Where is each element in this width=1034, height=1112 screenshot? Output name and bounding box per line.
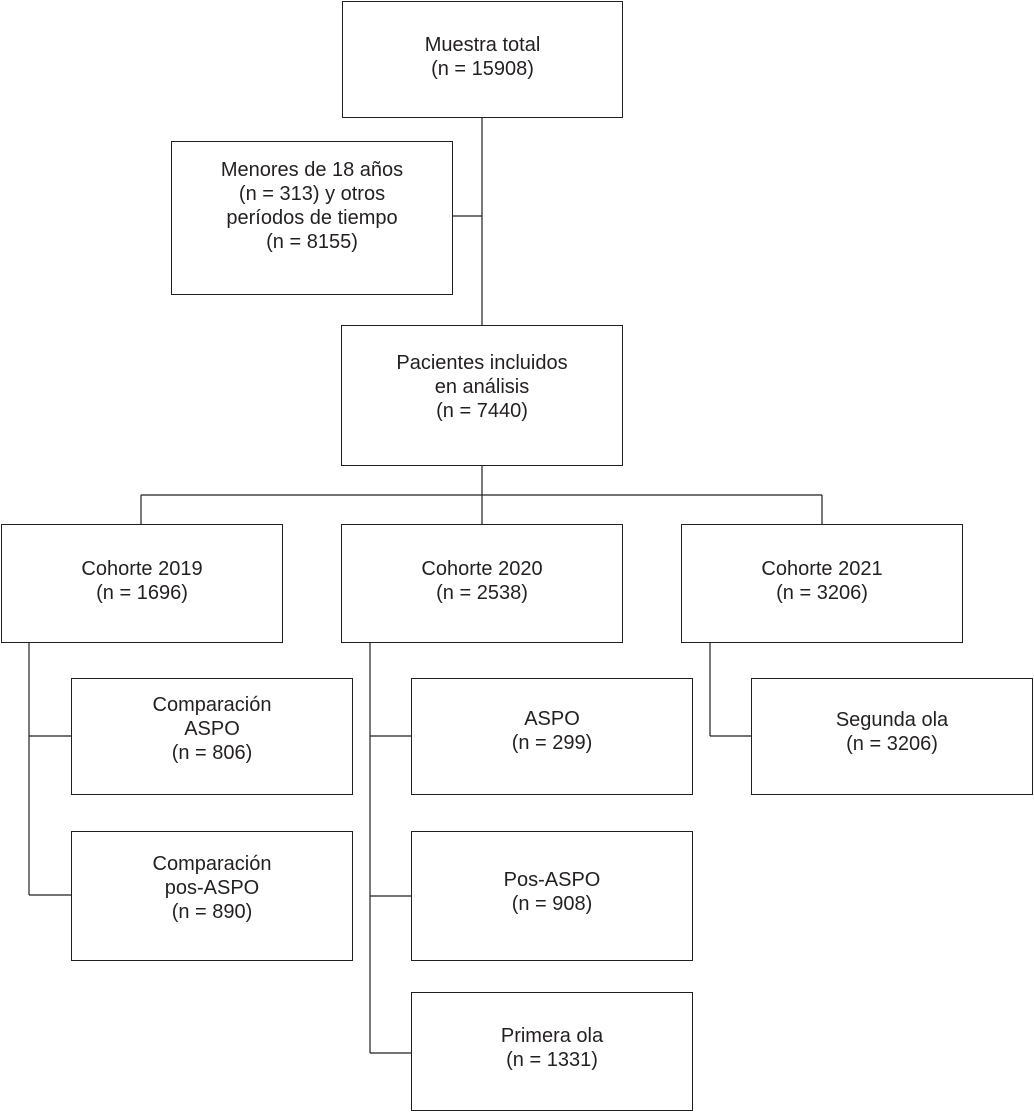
count-line: (n = 15908)	[431, 58, 534, 80]
box-second-wave: Segunda ola (n = 3206)	[751, 678, 1033, 795]
box-first-wave: Primera ola (n = 1331)	[411, 992, 693, 1111]
count-line: (n = 1696)	[96, 582, 188, 604]
box-aspo: ASPO (n = 299)	[411, 678, 693, 795]
label-line: Comparación	[152, 853, 272, 875]
label-line: Cohorte 2021	[761, 558, 883, 580]
box-excluded: Menores de 18 años (n = 313) y otros per…	[171, 141, 453, 295]
label-line: Comparación	[152, 694, 272, 716]
label-line: períodos de tiempo	[226, 207, 398, 229]
count-line: (n = 7440)	[436, 400, 528, 422]
count-line: (n = 2538)	[436, 582, 528, 604]
label-line: ASPO	[184, 718, 240, 740]
count-line: (n = 1331)	[506, 1049, 598, 1071]
box-cohort-2019: Cohorte 2019 (n = 1696)	[1, 524, 283, 643]
label-line: Cohorte 2020	[421, 558, 543, 580]
label-line: Cohorte 2019	[81, 558, 203, 580]
label-line: ASPO	[524, 708, 580, 730]
box-aspo-comparison: Comparación ASPO (n = 806)	[71, 678, 353, 795]
box-cohort-2020: Cohorte 2020 (n = 2538)	[341, 524, 623, 643]
count-line: (n = 908)	[511, 893, 593, 915]
label-line: (n = 313) y otros	[238, 183, 386, 205]
box-pos-aspo-comparison: Comparación pos-ASPO (n = 890)	[71, 831, 353, 961]
count-line: (n = 890)	[171, 901, 253, 923]
label-line: Segunda ola	[835, 709, 949, 731]
count-line: (n = 8155)	[266, 231, 358, 253]
label-line: Primera ola	[500, 1025, 604, 1047]
label-line: Menores de 18 años	[220, 159, 404, 181]
count-line: (n = 3206)	[846, 733, 938, 755]
label-line: pos-ASPO	[164, 877, 260, 899]
label-line: en análisis	[434, 376, 530, 398]
box-cohort-2021: Cohorte 2021 (n = 3206)	[681, 524, 963, 643]
count-line: (n = 299)	[511, 732, 593, 754]
label-line: Pacientes incluidos	[396, 352, 568, 374]
count-line: (n = 806)	[171, 742, 253, 764]
label-line: Pos-ASPO	[503, 869, 601, 891]
label-line: Muestra total	[424, 34, 541, 56]
box-pos-aspo: Pos-ASPO (n = 908)	[411, 831, 693, 961]
box-included: Pacientes incluidos en análisis (n = 744…	[341, 325, 623, 466]
count-line: (n = 3206)	[776, 582, 868, 604]
box-total-sample: Muestra total (n = 15908)	[342, 1, 623, 118]
